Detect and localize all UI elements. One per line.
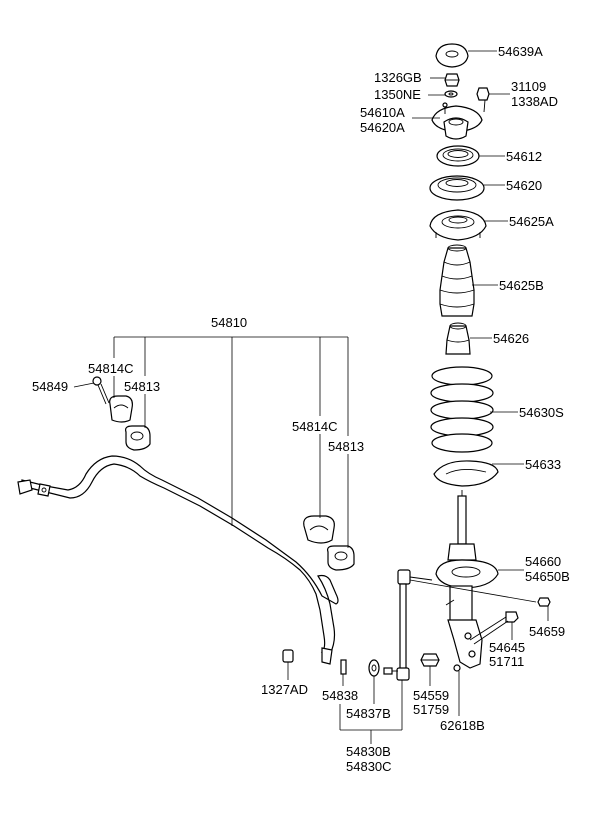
- label-54813-left: 54813: [124, 379, 160, 394]
- part-dust-boot: [439, 244, 475, 317]
- label-54625B: 54625B: [499, 278, 544, 293]
- label-54650B: 54650B: [525, 569, 570, 584]
- part-washer-1350ne: [444, 90, 458, 98]
- part-stabilizer-bar: [17, 455, 339, 665]
- label-54625A: 54625A: [509, 214, 554, 229]
- part-bump-stopper: [445, 322, 471, 355]
- part-nut-1326gb: [444, 73, 460, 87]
- label-54645: 54645: [489, 640, 525, 655]
- label-54612: 54612: [506, 149, 542, 164]
- label-1326GB: 1326GB: [374, 70, 422, 85]
- label-54838: 54838: [322, 688, 358, 703]
- part-nut-54559: [420, 653, 440, 667]
- label-54813-right: 54813: [328, 439, 364, 454]
- label-54660: 54660: [525, 554, 561, 569]
- label-54830B: 54830B: [346, 744, 391, 759]
- label-54620A: 54620A: [360, 120, 405, 135]
- label-54810: 54810: [211, 315, 247, 330]
- part-strut-assembly: [435, 490, 499, 669]
- part-link-bushing-54837b: [368, 659, 380, 677]
- part-nut-54659: [537, 597, 551, 607]
- label-54610A: 54610A: [360, 105, 405, 120]
- label-54659: 54659: [529, 624, 565, 639]
- label-54559: 54559: [413, 688, 449, 703]
- label-54630S: 54630S: [519, 405, 564, 420]
- part-link-nut: [383, 667, 398, 675]
- part-lower-spring-pad: [433, 460, 499, 487]
- label-1338AD: 1338AD: [511, 94, 558, 109]
- part-coil-spring: [430, 366, 494, 453]
- part-strut-mount: [431, 99, 486, 140]
- label-51711: 51711: [489, 654, 524, 669]
- label-31109: 31109: [511, 79, 546, 94]
- part-bracket-right: [303, 515, 335, 544]
- label-1327AD: 1327AD: [261, 682, 308, 697]
- label-54830C: 54830C: [346, 759, 392, 774]
- label-54814C-left: 54814C: [88, 361, 134, 376]
- label-54626: 54626: [493, 331, 529, 346]
- part-bracket-left: [109, 395, 133, 423]
- part-dust-cap: [435, 43, 469, 68]
- part-pin-54838: [340, 659, 347, 675]
- label-1350NE: 1350NE: [374, 87, 421, 102]
- label-51759: 51759: [413, 702, 449, 717]
- part-bearing: [436, 145, 480, 167]
- part-strut-bolts: [469, 611, 519, 645]
- part-nut-1327ad: [282, 649, 294, 663]
- part-bushing-left: [125, 425, 151, 451]
- part-bolt-62618b: [453, 664, 461, 672]
- label-62618B: 62618B: [440, 718, 485, 733]
- part-spring-insulator: [429, 209, 487, 241]
- part-number-labels: 54639A 1326GB 1350NE 31109 1338AD 54610A…: [32, 44, 570, 774]
- part-nut-1338ad: [476, 87, 490, 101]
- label-54620: 54620: [506, 178, 542, 193]
- label-54849: 54849: [32, 379, 68, 394]
- label-54639A: 54639A: [498, 44, 543, 59]
- part-spring-seat: [429, 175, 485, 201]
- label-54837B: 54837B: [346, 706, 391, 721]
- part-bolt-54849: [92, 376, 110, 405]
- label-54633: 54633: [525, 457, 561, 472]
- label-54814C-right: 54814C: [292, 419, 338, 434]
- leader-lines: [73, 50, 549, 744]
- part-bushing-right: [327, 545, 355, 571]
- part-stabilizer-link: [396, 569, 433, 681]
